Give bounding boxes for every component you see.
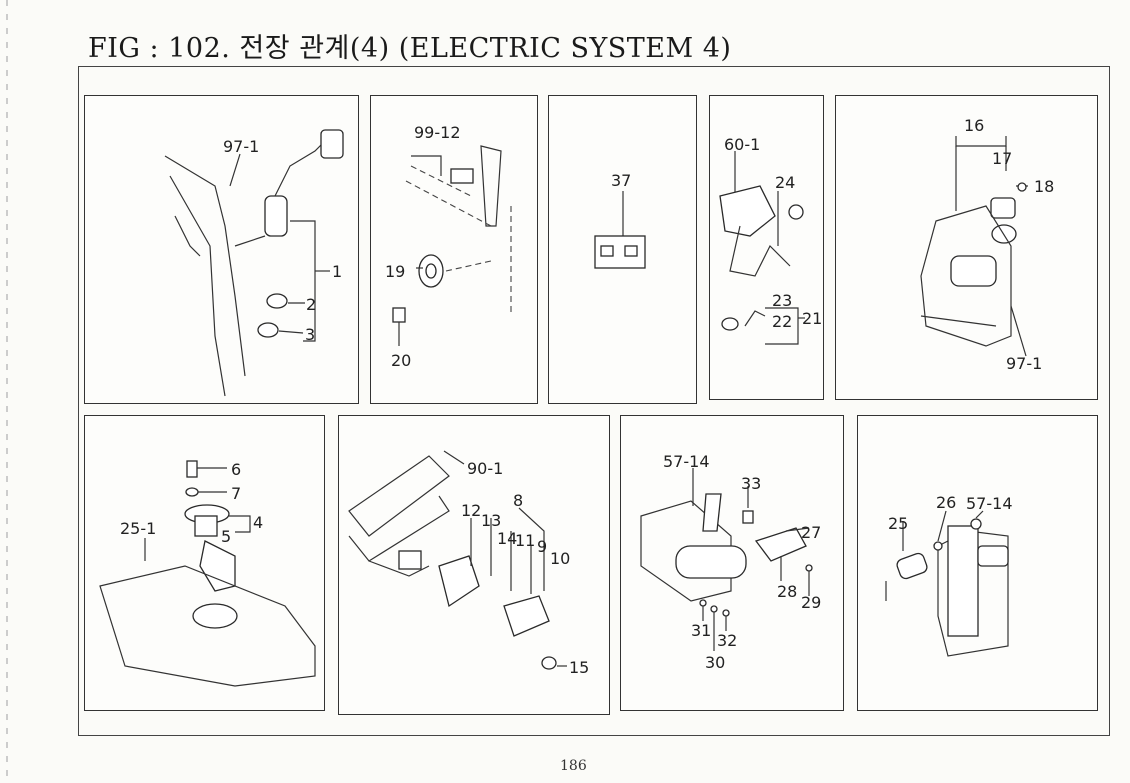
- label-37: 37: [611, 171, 631, 190]
- label-97-1: 97-1: [223, 137, 259, 156]
- label-26: 26: [936, 493, 956, 512]
- label-1: 1: [332, 262, 342, 281]
- label-90-1: 90-1: [467, 459, 503, 478]
- label-4: 4: [253, 513, 263, 532]
- panel-bracket-relay: 60-1 24 23 22 21: [709, 95, 824, 400]
- label-9: 9: [537, 537, 547, 556]
- panel-switch-assembly: 97-1 1 2 3: [84, 95, 359, 404]
- label-32: 32: [717, 631, 737, 650]
- label-17: 17: [992, 149, 1012, 168]
- panel-fuse-block: 37: [548, 95, 697, 404]
- label-8: 8: [513, 491, 523, 510]
- label-18: 18: [1034, 177, 1054, 196]
- panel-horn: 99-12 19 20: [370, 95, 538, 404]
- label-3: 3: [305, 325, 315, 344]
- scan-margin-marks: [6, 0, 8, 783]
- page-number: 186: [560, 758, 587, 774]
- label-14: 14: [497, 529, 517, 548]
- label-10: 10: [550, 549, 570, 568]
- panel-switch-connector: 25 26 57-14: [857, 415, 1098, 711]
- figure-frame: [78, 66, 1110, 736]
- diagram-sender-unit: 6 7 4 5 25-1: [99, 460, 316, 687]
- diagram-switch-assembly: 97-1 1 2 3: [164, 129, 344, 397]
- panel-relay-mount: 16 17 18 97-1: [835, 95, 1098, 400]
- label-11: 11: [515, 531, 535, 550]
- label-99-12: 99-12: [414, 123, 461, 142]
- label-21: 21: [802, 309, 822, 328]
- diagram-connector-harness: 90-1 8 12 13 14 11 9 10 15: [348, 450, 589, 677]
- label-31: 31: [691, 621, 711, 640]
- diagram-fuse-block: 37: [594, 171, 646, 269]
- label-7: 7: [231, 484, 241, 503]
- panel-column-switch: 57-14 33 27 28 29 31 32 30: [620, 415, 844, 711]
- label-15: 15: [569, 658, 589, 677]
- label-29: 29: [801, 593, 821, 612]
- label-13: 13: [481, 511, 501, 530]
- label-5: 5: [221, 527, 231, 546]
- label-57-14: 57-14: [663, 452, 710, 471]
- label-30: 30: [705, 653, 725, 672]
- label-25: 25: [888, 514, 908, 533]
- panel-sender-unit: 6 7 4 5 25-1: [84, 415, 325, 711]
- diagram-relay-mount: 16 17 18 97-1: [920, 116, 1054, 373]
- diagram-switch-connector: 25 26 57-14: [885, 493, 1013, 657]
- label-33: 33: [741, 474, 761, 493]
- label-25-1: 25-1: [120, 519, 156, 538]
- diagram-bracket-relay: 60-1 24 23 22 21: [719, 135, 822, 345]
- diagram-horn: 99-12 19 20: [385, 123, 512, 370]
- diagram-column-switch: 57-14 33 27 28 29 31 32 30: [640, 452, 821, 672]
- label-20: 20: [391, 351, 411, 370]
- label-24: 24: [775, 173, 795, 192]
- label-57-14-right: 57-14: [966, 494, 1013, 513]
- label-12: 12: [461, 501, 481, 520]
- label-22: 22: [772, 312, 792, 331]
- label-16: 16: [964, 116, 984, 135]
- label-60-1: 60-1: [724, 135, 760, 154]
- label-6: 6: [231, 460, 241, 479]
- panel-connector-harness: 90-1 8 12 13 14 11 9 10 15: [338, 415, 610, 715]
- label-19: 19: [385, 262, 405, 281]
- label-28: 28: [777, 582, 797, 601]
- label-97-1-right: 97-1: [1006, 354, 1042, 373]
- label-23: 23: [772, 291, 792, 310]
- page-title: FIG : 102. 전장 관계(4) (ELECTRIC SYSTEM 4): [88, 33, 732, 64]
- label-2: 2: [306, 295, 316, 314]
- label-27: 27: [801, 523, 821, 542]
